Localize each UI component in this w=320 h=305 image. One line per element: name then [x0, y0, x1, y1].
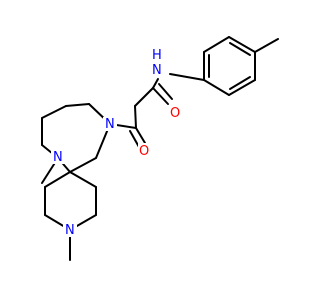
carbonyl-bond: [152, 87, 169, 105]
oxygen-label: O: [139, 144, 149, 159]
atom-label-ring-n-acyl: N: [103, 117, 117, 132]
carbonyl-bond: [135, 127, 146, 144]
bond: [134, 87, 154, 107]
carbonyl-bond: [129, 130, 140, 148]
nitrogen-label: N: [65, 223, 75, 238]
atom-label-piperidine-n: N: [63, 223, 77, 238]
tolyl-methyl-bond: [254, 38, 279, 53]
bond: [134, 105, 137, 129]
bond: [69, 171, 97, 188]
bond: [44, 171, 71, 188]
nitrogen-label: N: [152, 63, 162, 78]
oxygen-label: O: [170, 106, 180, 121]
nitrogen-label: N: [53, 150, 63, 165]
bond: [228, 79, 256, 96]
atom-label-amide-o: O: [169, 105, 182, 121]
tolyl-ring: [203, 36, 256, 96]
bond: [203, 79, 230, 96]
carbonyl-bond: [158, 83, 173, 100]
aromatic-bond: [229, 76, 251, 90]
bond: [41, 105, 67, 119]
atom-label-ring-n-methyl: N: [51, 150, 65, 165]
molecule-structure: N H O O N N N: [41, 36, 279, 261]
bond: [69, 157, 97, 173]
atom-label-nh: N H: [150, 48, 164, 78]
bond: [169, 73, 205, 81]
piperidine-ring: [44, 171, 97, 231]
bond: [65, 103, 90, 107]
aromatic-bond: [229, 42, 251, 56]
bond: [228, 36, 256, 53]
hydrogen-label: H: [152, 48, 162, 63]
bond: [203, 36, 230, 53]
atom-label-ketone-o: O: [138, 143, 151, 159]
bond: [152, 78, 159, 89]
nitrogen-label: N: [105, 117, 115, 132]
structure-canvas: N H O O N N N: [41, 36, 279, 261]
